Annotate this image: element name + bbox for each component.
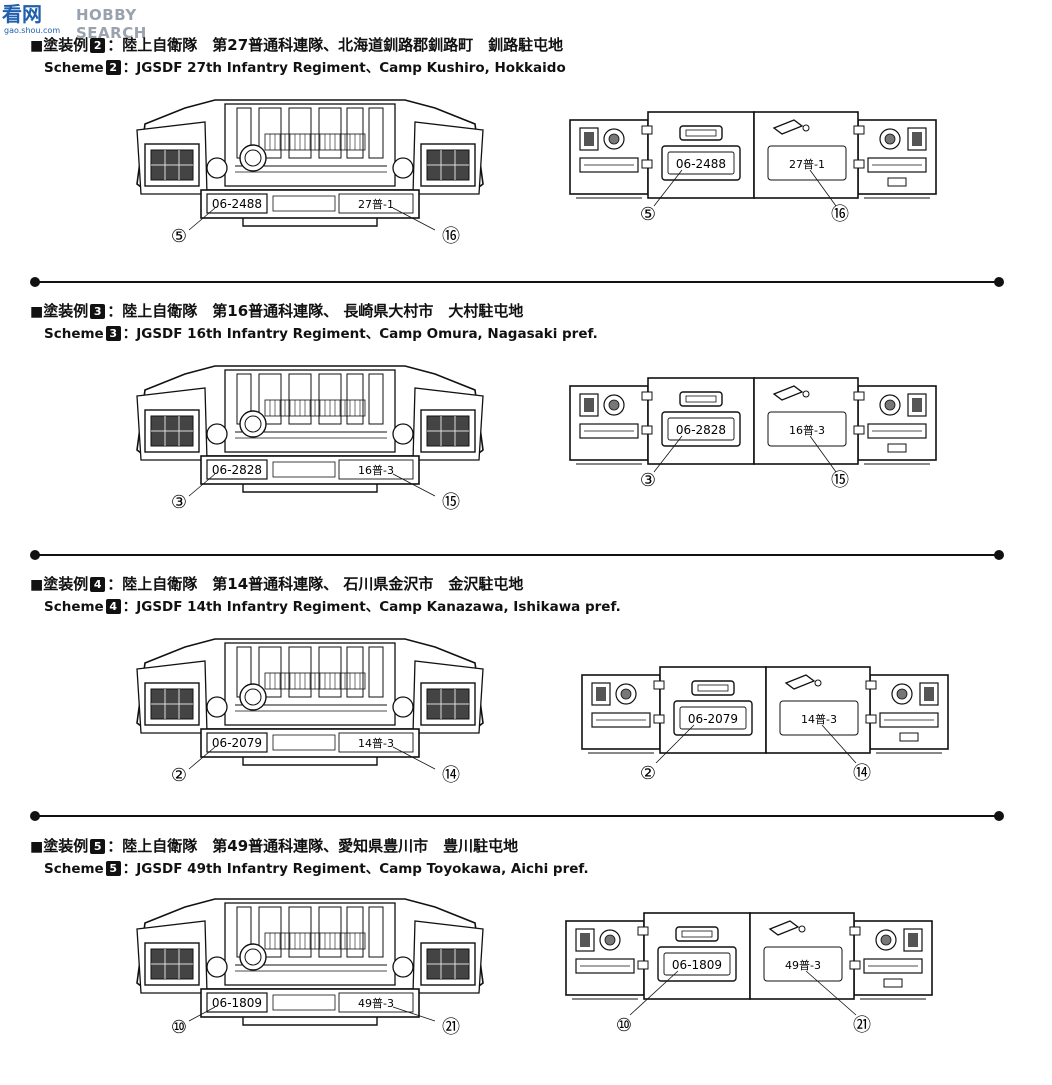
scheme-number-badge: 2: [90, 38, 106, 53]
scheme-number-badge: 2: [105, 60, 121, 75]
front-view-drawing: 06-1809 49普-3 ⑩ ㉑: [136, 898, 484, 1038]
rear-view-drawing: 06-2079 14普-3 ② ⑭: [581, 666, 949, 784]
watermark-logo: 看网: [2, 2, 42, 26]
rear-right-callout: ㉑: [853, 1015, 871, 1036]
rear-plate-number: 06-1809: [672, 958, 722, 972]
rear-left-callout: ⑤: [640, 204, 656, 225]
rear-unit-marking: 14普-3: [801, 712, 837, 726]
front-unit-marking: 49普-3: [358, 996, 394, 1010]
front-unit-marking: 16普-3: [358, 463, 394, 477]
watermark: 看网 gao.shou.com HOBBY SEARCH: [2, 2, 202, 42]
scheme-number-badge: 3: [90, 304, 106, 319]
scheme-number-badge: 5: [105, 861, 121, 876]
rear-unit-marking: 16普-3: [789, 423, 825, 437]
rear-plate-number: 06-2828: [676, 423, 726, 437]
rear-left-callout: ⑩: [616, 1015, 632, 1036]
rear-right-callout: ⑯: [831, 204, 849, 225]
scheme-number-badge: 3: [105, 326, 121, 341]
section-divider: [30, 277, 1004, 287]
front-right-callout: ⑯: [442, 226, 460, 247]
scheme-number-badge: 4: [90, 577, 106, 592]
front-right-callout: ⑭: [442, 765, 460, 786]
rear-left-callout: ③: [640, 470, 656, 491]
rear-view-drawing: 06-2828 16普-3 ③ ⑮: [569, 377, 937, 491]
front-view-drawing: 06-2079 14普-3 ② ⑭: [136, 638, 484, 786]
scheme-number-badge: 4: [105, 599, 121, 614]
front-view-drawing: 06-2488 27普-1 ⑤ ⑯: [136, 99, 484, 247]
rear-unit-marking: 27普-1: [789, 157, 825, 171]
rear-plate-number: 06-2079: [688, 712, 738, 726]
watermark-url: gao.shou.com: [4, 26, 61, 35]
front-right-callout: ⑮: [442, 492, 460, 513]
front-right-callout: ㉑: [442, 1017, 460, 1038]
rear-view-drawing: 06-2488 27普-1 ⑤ ⑯: [569, 111, 937, 225]
front-unit-marking: 14普-3: [358, 736, 394, 750]
rear-plate-number: 06-2488: [676, 157, 726, 171]
front-plate-number: 06-2488: [212, 197, 262, 211]
section-divider: [30, 811, 1004, 821]
watermark-text: HOBBY SEARCH: [76, 6, 147, 42]
front-unit-marking: 27普-1: [358, 197, 394, 211]
rear-right-callout: ⑮: [831, 470, 849, 491]
front-left-callout: ③: [171, 492, 187, 513]
rear-right-callout: ⑭: [853, 763, 871, 784]
scheme-number-badge: 5: [90, 839, 106, 854]
front-left-callout: ⑤: [171, 226, 187, 247]
rear-unit-marking: 49普-3: [785, 958, 821, 972]
front-view-drawing: 06-2828 16普-3 ③ ⑮: [136, 365, 484, 513]
rear-view-drawing: 06-1809 49普-3 ⑩ ㉑: [565, 912, 933, 1036]
section-divider: [30, 550, 1004, 560]
front-left-callout: ⑩: [171, 1017, 187, 1038]
rear-left-callout: ②: [640, 763, 656, 784]
front-left-callout: ②: [171, 765, 187, 786]
front-plate-number: 06-2828: [212, 463, 262, 477]
front-plate-number: 06-2079: [212, 736, 262, 750]
front-plate-number: 06-1809: [212, 996, 262, 1010]
